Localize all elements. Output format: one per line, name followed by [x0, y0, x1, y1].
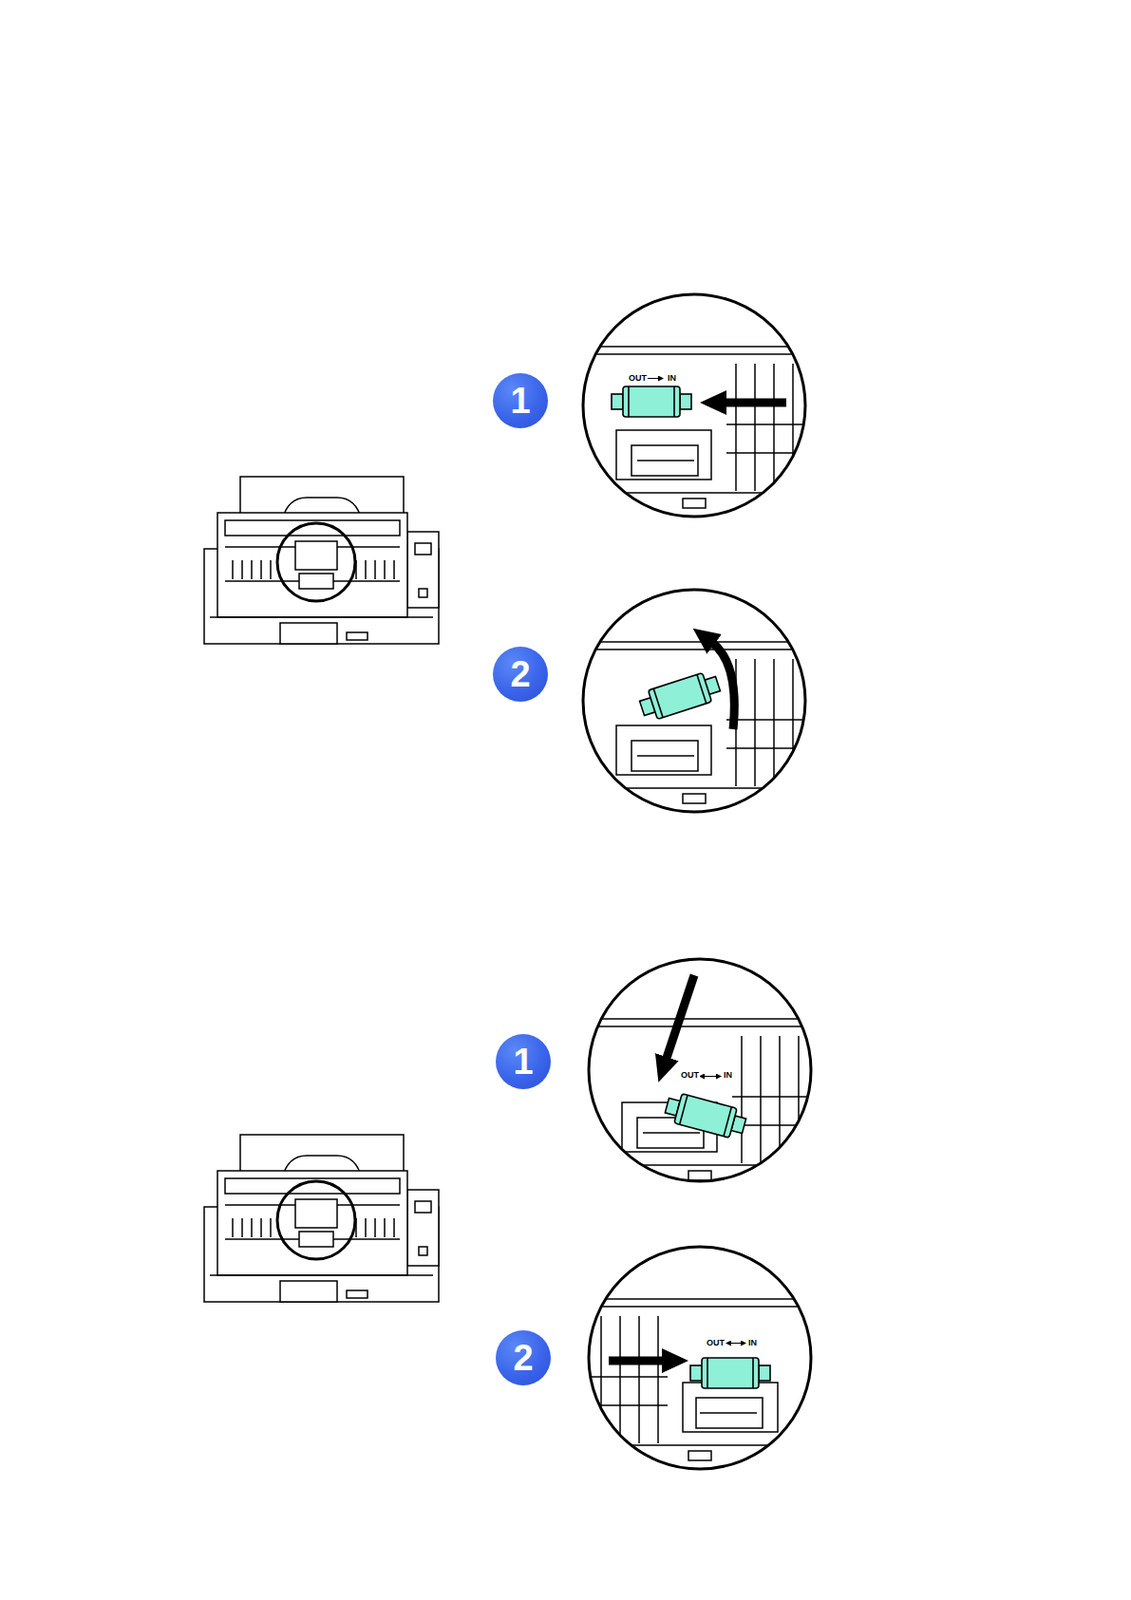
- step-badge: 2: [495, 1330, 551, 1386]
- direction-label: IN: [666, 374, 678, 383]
- direction-label: IN: [747, 1338, 758, 1348]
- callout-number: 2: [512, 1339, 533, 1377]
- direction-label: OUT: [679, 1071, 700, 1080]
- callout-number: 1: [512, 1043, 533, 1080]
- callout-number: 1: [509, 382, 530, 419]
- callout-number: 2: [509, 656, 530, 693]
- direction-label: OUT: [705, 1338, 726, 1348]
- step-badge: 1: [492, 373, 548, 429]
- direction-label: OUT: [627, 374, 648, 383]
- direction-label: IN: [722, 1071, 734, 1080]
- step-badge: 1: [495, 1034, 551, 1090]
- step-badge: 2: [492, 646, 548, 702]
